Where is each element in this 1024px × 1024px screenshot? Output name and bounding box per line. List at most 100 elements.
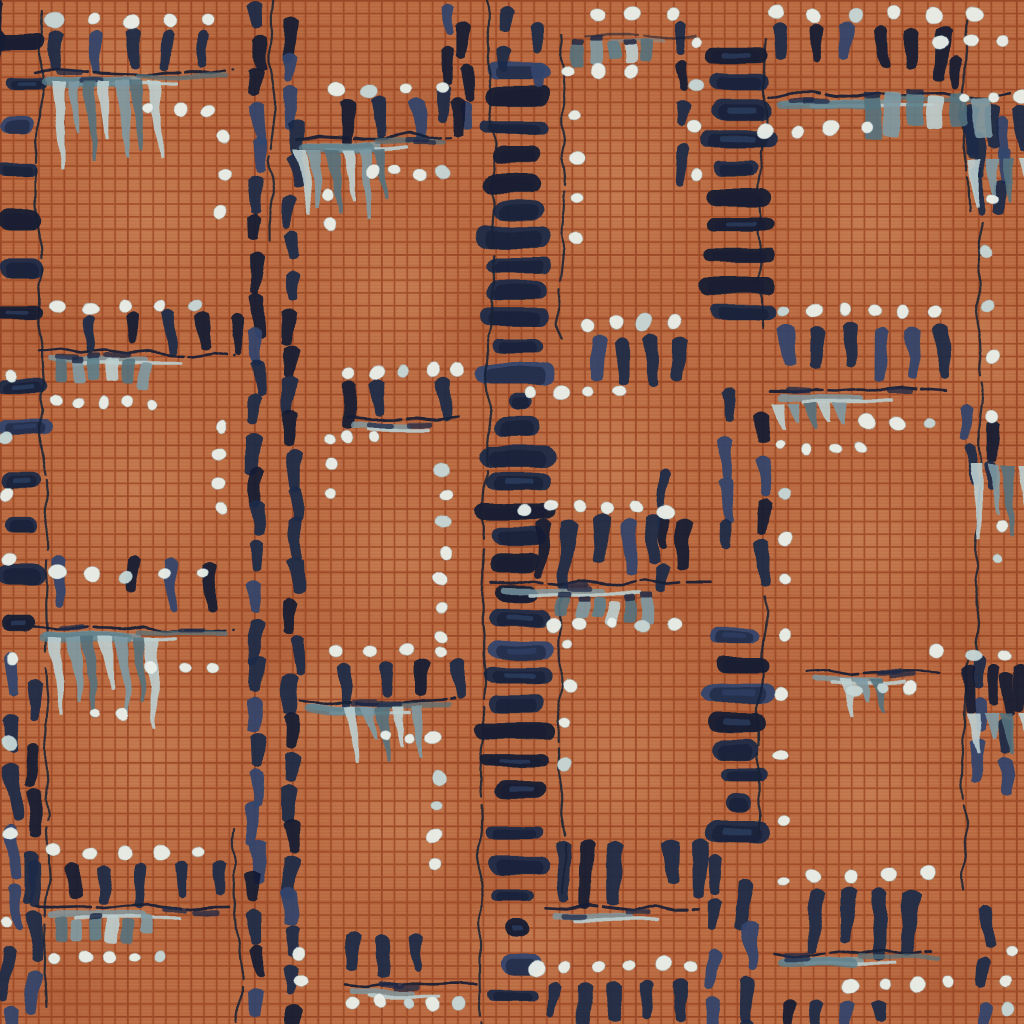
- motif-slate-drips: [966, 158, 1024, 209]
- motif-slate-drips: [772, 402, 848, 429]
- motif-hem-band: [768, 386, 948, 403]
- motif-seam-line: [756, 38, 767, 330]
- motif-ladder-column: [699, 48, 778, 319]
- motif-dot-row: [46, 842, 202, 861]
- motif-fringe-row: [777, 321, 950, 383]
- motif-fringe-row: [809, 887, 922, 961]
- motif-hem-band: [36, 904, 238, 920]
- motif-dot-row: [90, 708, 131, 721]
- motif-dot-row: [47, 948, 167, 965]
- motif-dot-row: [803, 864, 937, 885]
- motif-dot-row: [341, 361, 467, 380]
- motif-hem-band: [490, 578, 714, 596]
- motif-dot-row: [844, 682, 917, 698]
- motif-fringe-row: [547, 979, 689, 1024]
- motif-dot-column: [212, 419, 229, 514]
- motif-dot-row: [928, 642, 1013, 661]
- motif-fringe-row: [84, 309, 244, 355]
- motif-dot-row: [545, 617, 682, 633]
- motif-seam-line: [41, 668, 52, 1008]
- motif-hem-band: [296, 132, 454, 152]
- motif-dot-column: [212, 129, 232, 220]
- motif-dot-column: [433, 462, 453, 644]
- motif-dot-row: [50, 394, 159, 411]
- motif-slate-drips: [967, 712, 1024, 755]
- motif-dot-row: [341, 429, 380, 444]
- motif-dot-column: [0, 368, 18, 567]
- motif-seam-line: [267, 0, 277, 242]
- motif-seam-line: [960, 648, 970, 892]
- motif-dot-row: [524, 383, 628, 401]
- motif-dot-column: [568, 108, 586, 244]
- motif-hem-band: [346, 415, 460, 431]
- motif-ladder-column: [702, 629, 774, 844]
- motif-dot-row: [756, 120, 874, 139]
- motif-dot-row: [329, 643, 446, 657]
- motif-dot-row: [860, 412, 935, 431]
- motif-fringe-column: [972, 654, 1015, 796]
- motif-seam-line: [756, 593, 767, 837]
- motif-fringe-column: [975, 904, 995, 1024]
- motif-dot-column: [323, 433, 339, 500]
- motif-fringe-column: [497, 5, 545, 90]
- motif-dot-column: [1000, 944, 1017, 1016]
- motif-fringe-column: [704, 854, 758, 1024]
- motif-dot-row: [529, 956, 698, 976]
- motif-dot-column: [772, 571, 791, 887]
- motif-seam-line: [478, 0, 496, 1024]
- motif-dot-row: [48, 564, 209, 585]
- motif-dot-column: [321, 187, 337, 232]
- motif-dot-row: [559, 63, 640, 80]
- motif-slate-drips: [49, 637, 159, 728]
- motif-hem-band: [583, 32, 697, 43]
- motif-slate-drips: [51, 80, 161, 170]
- motif-slate-drips: [968, 465, 1024, 539]
- motif-seam-line: [974, 223, 985, 659]
- motif-fringe-row: [773, 22, 952, 81]
- motif-slate-drips: [294, 148, 389, 220]
- motif-fringe-row: [590, 333, 689, 387]
- motif-seam-line: [556, 33, 566, 341]
- motif-dot-row: [379, 729, 443, 745]
- motif-fringe-row: [27, 859, 225, 910]
- motif-fringe-column: [0, 654, 43, 1024]
- motif-fringe-row: [949, 57, 963, 88]
- motif-dot-column: [426, 769, 446, 871]
- motif-dot-row: [144, 661, 221, 676]
- motif-dot-row: [517, 499, 674, 519]
- motif-ladder-column: [0, 378, 53, 632]
- motif-fringe-row: [338, 95, 465, 144]
- motif-dot-row: [801, 442, 866, 457]
- motif-dot-row: [840, 976, 956, 994]
- motif-ladder-column: [485, 826, 549, 1002]
- motif-fringe-row: [342, 377, 452, 429]
- motif-fringe-column: [436, 4, 475, 129]
- motif-dot-row: [931, 34, 1011, 52]
- motif-dot-row: [768, 5, 982, 25]
- motif-hem-band: [773, 947, 939, 967]
- motif-fringe-column: [244, 0, 306, 1024]
- motif-fringe-row: [48, 27, 211, 74]
- motif-seam-line: [556, 588, 568, 896]
- motif-seam-line: [231, 828, 244, 1024]
- motif-slate-blob-row: [556, 590, 655, 627]
- motif-fringe-row: [781, 999, 887, 1024]
- motif-slate-blob-row: [54, 352, 152, 390]
- motif-dot-row: [579, 314, 680, 334]
- motif-dot-column: [775, 440, 793, 548]
- motif-dot-row: [345, 993, 466, 1012]
- motif-slate-drips: [344, 705, 423, 763]
- motif-dot-column: [1, 653, 20, 929]
- motif-dot-row: [327, 80, 450, 99]
- motif-fringe-column: [717, 389, 771, 586]
- motif-fringe-row: [337, 658, 466, 708]
- motif-dot-column: [292, 947, 308, 988]
- motif-dot-row: [141, 102, 216, 117]
- motif-dot-row: [960, 89, 1024, 106]
- motif-fringe-row: [534, 513, 691, 589]
- motif-dot-column: [981, 193, 1000, 425]
- motif-dot-row: [777, 303, 944, 320]
